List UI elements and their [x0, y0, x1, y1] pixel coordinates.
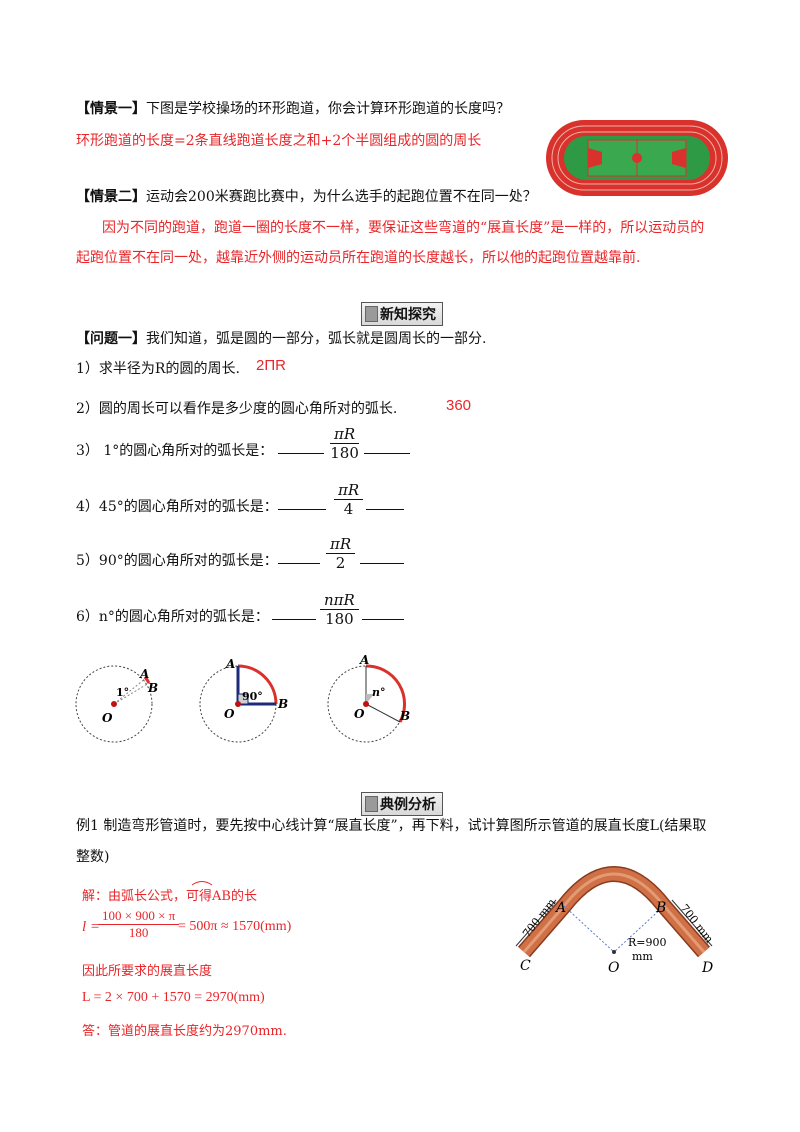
l-result: = 500π ≈ 1570(mm) — [178, 919, 292, 934]
solution-line1: 解：由弧长公式，可得AB的长 — [82, 885, 257, 904]
example1-line1: 例1 制造弯形管道时，要先按中心线计算“展直长度”，再下料，试计算图所示管道的展… — [76, 818, 707, 834]
fraction-3-den: 180 — [330, 444, 359, 462]
question-2: 2）圆的周长可以看作是多少度的圆心角所对的弧长. — [76, 401, 398, 417]
fraction-6-num: nπR — [320, 591, 359, 610]
pipe-label-a: A — [554, 900, 566, 916]
fraction-3-num: πR — [330, 425, 360, 444]
circle2-label-b: B — [277, 697, 288, 711]
circle1-angle: 1° — [116, 686, 129, 699]
scene2-label: 【情景二】 — [76, 189, 146, 205]
circle2-label-o: O — [224, 707, 235, 721]
fraction-4-num: πR — [334, 481, 364, 500]
blank-line — [272, 618, 316, 620]
circle3-angle: n° — [372, 686, 386, 699]
L-equation: L = 2 × 700 + 1570 = 2970(mm) — [82, 990, 265, 1005]
problem1-label: 【问题一】 — [76, 331, 146, 347]
problem1-intro: 我们知道，弧是圆的一部分，弧长就是圆周长的一部分. — [146, 331, 487, 347]
blank-line — [278, 452, 324, 454]
blank-line — [278, 562, 320, 564]
pipe-diagram: 700 mm 700 mm A B C D O R=900 mm — [515, 866, 716, 976]
question-5: 5）90°的圆心角所对的弧长是： — [76, 553, 278, 569]
scene1-question: 下图是学校操场的环形跑道，你会计算环形跑道的长度吗？ — [146, 101, 510, 117]
question-3: 3） 1°的圆心角所对的弧长是： — [76, 443, 274, 459]
scene1-answer: 环形跑道的长度=2条直线跑道长度之和+2个半圆组成的圆的周长 — [76, 133, 482, 149]
circle3-label-o: O — [354, 707, 365, 721]
pipe-label-o: O — [608, 960, 620, 976]
circle-diagram-3: A B O n° — [327, 653, 410, 743]
fraction-5-den: 2 — [335, 554, 346, 572]
section-title-examples: 典例分析 — [361, 792, 443, 816]
blank-line — [360, 562, 404, 564]
blank-line — [278, 508, 326, 510]
track-image — [546, 120, 728, 196]
blank-line — [362, 618, 404, 620]
fraction-6: nπR 180 — [320, 591, 359, 628]
solution-line2: 因此所要求的展直长度 — [82, 964, 213, 979]
problem1-line: 【问题一】我们知道，弧是圆的一部分，弧长就是圆周长的一部分. — [76, 328, 486, 348]
pipe-label-d: D — [701, 960, 713, 976]
answer-1: 2ΠR — [256, 357, 287, 374]
arc-ab: AB — [212, 889, 231, 904]
circle-diagram-1: A B O 1° — [75, 665, 158, 743]
l-fraction: 100 × 900 × π 180 — [98, 908, 180, 941]
circle-diagram-2: A B O 90° — [199, 657, 288, 743]
scene1-line: 【情景一】下图是学校操场的环形跑道，你会计算环形跑道的长度吗？ — [76, 98, 510, 118]
circle3-label-a: A — [359, 653, 369, 667]
section-title-new-knowledge: 新知探究 — [361, 302, 443, 326]
question-1: 1）求半径为R的圆的周长. — [76, 361, 240, 377]
pipe-radius: R=900 — [628, 936, 667, 949]
circle2-angle: 90° — [242, 690, 263, 703]
circle3-label-b: B — [399, 709, 410, 723]
fraction-4: πR 4 — [334, 481, 364, 518]
fraction-4-den: 4 — [343, 500, 354, 518]
scene2-line: 【情景二】运动会200米赛跑比赛中，为什么选手的起跑位置不在同一处？ — [76, 186, 537, 206]
blank-line — [366, 508, 404, 510]
scene2-answer-line2: 起跑位置不在同一处，越靠近外侧的运动员所在跑道的长度越长，所以他的起跑位置越靠前… — [76, 250, 641, 266]
scene1-label: 【情景一】 — [76, 101, 146, 117]
circle1-label-o: O — [102, 711, 113, 725]
arc-symbol — [191, 881, 213, 886]
circle1-label-b: B — [147, 681, 158, 695]
question-6: 6）n°的圆心角所对的弧长是： — [76, 609, 269, 625]
scene2-answer-line1: 因为不同的跑道，跑道一圈的长度不一样，要保证这些弯道的“展直长度”是一样的，所以… — [102, 220, 705, 236]
fraction-3: πR 180 — [330, 425, 360, 462]
question-4: 4）45°的圆心角所对的弧长是： — [76, 499, 278, 515]
circle2-label-a: A — [225, 657, 235, 671]
pipe-radius-unit: mm — [632, 950, 653, 963]
pipe-label-b: B — [655, 900, 666, 916]
solution-tail: 的长 — [230, 889, 257, 904]
scene2-question: 运动会200米赛跑比赛中，为什么选手的起跑位置不在同一处？ — [146, 189, 537, 205]
l-fraction-den: 180 — [128, 925, 149, 940]
solution-intro: 解：由弧长公式，可得 — [82, 889, 213, 904]
example1-line2: 整数) — [76, 849, 110, 865]
fraction-6-den: 180 — [325, 610, 354, 628]
pipe-label-c: C — [520, 958, 531, 974]
l-fraction-num: 100 × 900 × π — [98, 908, 180, 925]
circle1-label-a: A — [139, 667, 149, 681]
l-variable: l = — [82, 919, 101, 935]
fraction-5-num: πR — [326, 535, 356, 554]
conclusion: 答：管道的展直长度约为2970mm. — [82, 1024, 287, 1039]
blank-line — [364, 452, 410, 454]
fraction-5: πR 2 — [326, 535, 356, 572]
answer-2: 360 — [446, 397, 472, 414]
